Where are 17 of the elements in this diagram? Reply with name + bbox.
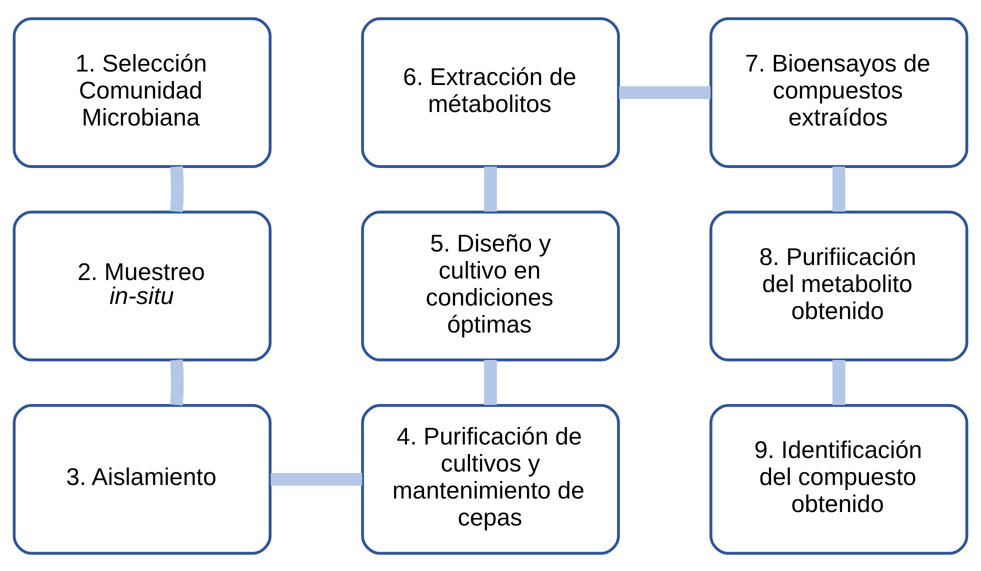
node-box: 3. Aislamiento bbox=[12, 404, 272, 554]
connector bbox=[484, 166, 497, 212]
connector bbox=[832, 166, 846, 212]
connector bbox=[170, 359, 184, 405]
node-box: 1. Selección Comunidad Microbiana bbox=[12, 16, 272, 168]
node-box: 5. Diseño y cultivo en condiciones óptimas bbox=[361, 210, 620, 361]
connector bbox=[619, 86, 711, 99]
node-box: 8. Purifiicación del metabolito obtenido bbox=[709, 210, 968, 361]
node-box: 9. Identificación del compuesto obtenido bbox=[709, 404, 968, 554]
node-box: 2. Muestreo in-situ bbox=[12, 210, 272, 361]
connector bbox=[270, 472, 362, 486]
node-box: 7. Bioensayos de compuestos extraídos bbox=[709, 16, 968, 168]
connector bbox=[170, 166, 184, 212]
node-box: 4. Purificación de cultivos y mantenimiento de cepas bbox=[361, 404, 620, 554]
node-box: 6. Extracción de métabolitos bbox=[361, 16, 620, 168]
connector bbox=[484, 360, 497, 404]
connector bbox=[832, 360, 846, 404]
